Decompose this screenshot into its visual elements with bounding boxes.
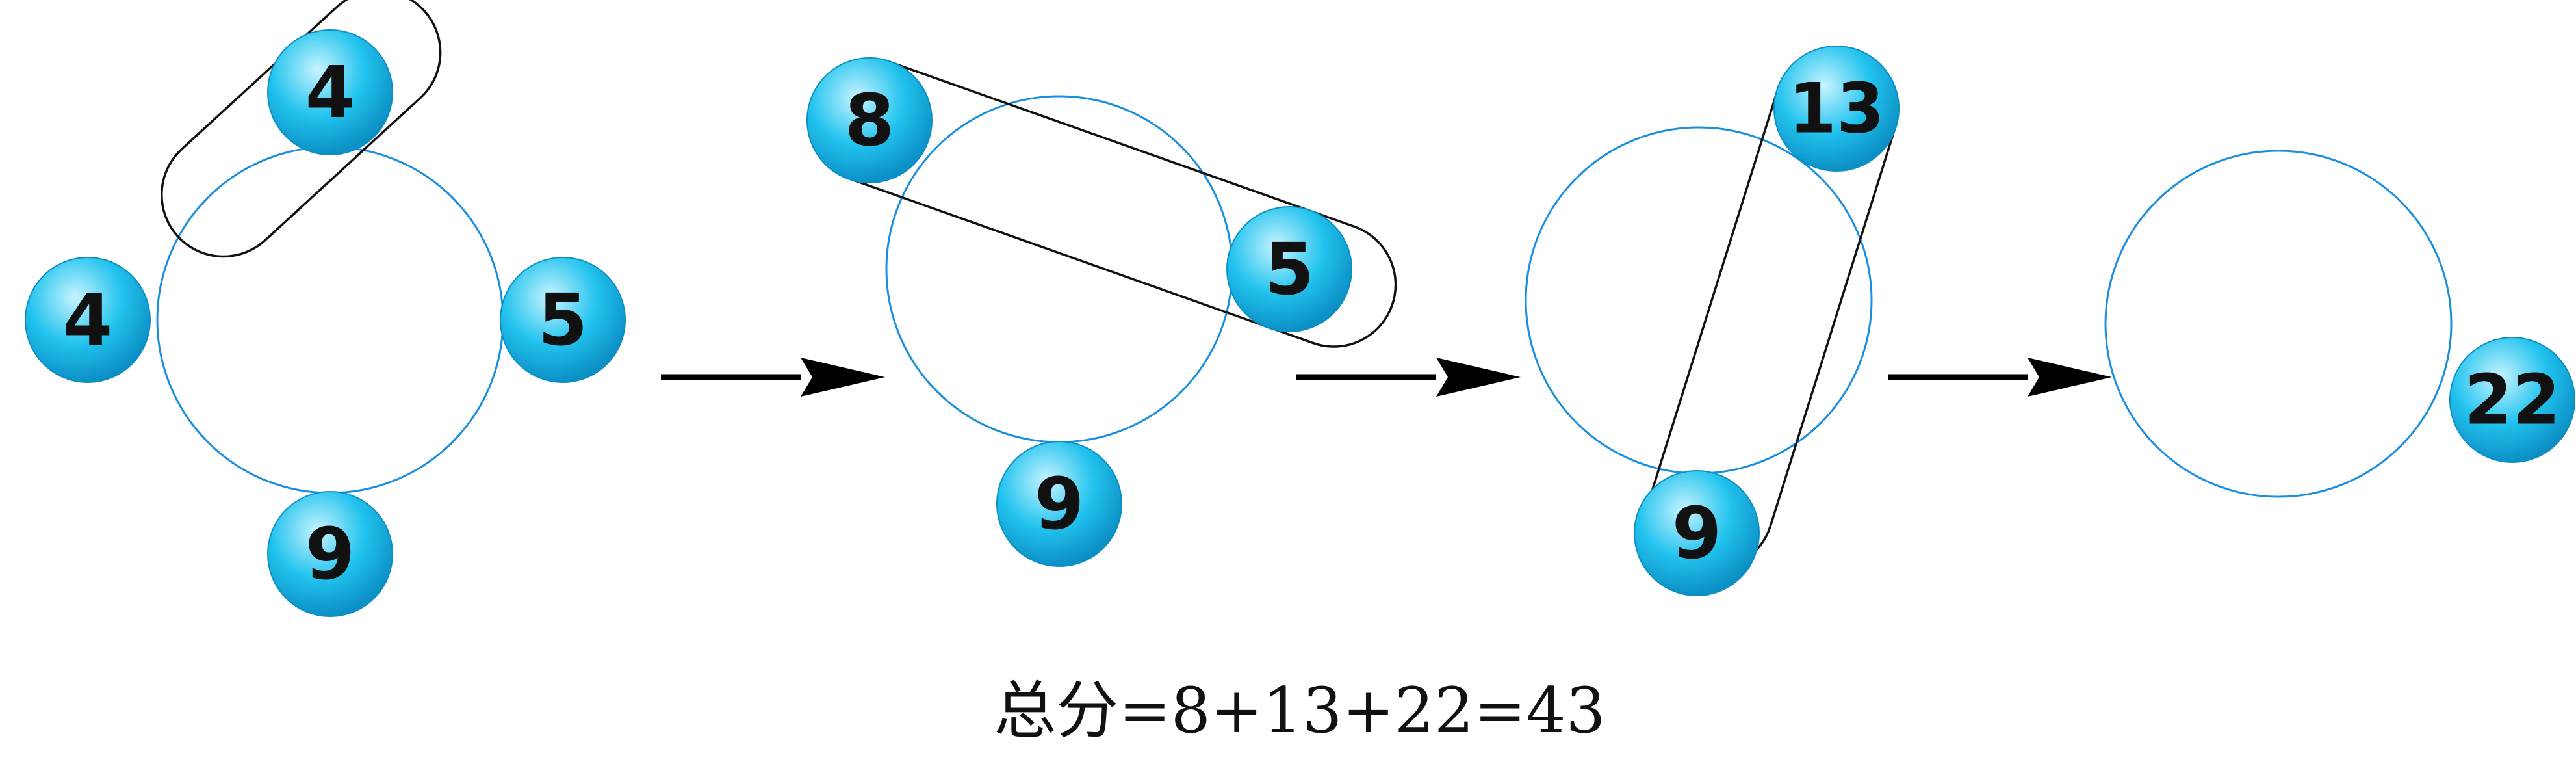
ball: 9 <box>1634 470 1760 596</box>
ring <box>2104 150 2453 498</box>
ball: 4 <box>267 29 393 155</box>
ball: 22 <box>2449 337 2575 463</box>
merge-group-outline <box>160 0 442 258</box>
stage-3: 13 9 <box>1525 46 1900 596</box>
ball-label: 4 <box>63 278 113 362</box>
ball-label: 22 <box>2464 360 2560 440</box>
ball: 5 <box>1226 206 1352 332</box>
ball-label: 9 <box>1035 462 1085 546</box>
ball: 9 <box>996 441 1122 567</box>
ball-label: 9 <box>305 512 355 596</box>
ring <box>156 146 504 494</box>
ring <box>1525 126 1873 475</box>
ball: 5 <box>500 257 626 383</box>
total-score: 总分=8+13+22=43 <box>994 674 1605 747</box>
ring <box>885 95 1233 443</box>
ball: 13 <box>1773 46 1900 172</box>
ball: 9 <box>267 491 393 617</box>
ball: 8 <box>806 57 933 183</box>
ball-label: 5 <box>538 278 588 362</box>
ball: 4 <box>25 257 151 383</box>
ball-label: 9 <box>1672 492 1722 575</box>
ball-label: 8 <box>845 79 895 162</box>
stage-1: 4 4 5 9 <box>25 0 626 617</box>
stage-4: 22 <box>2104 150 2575 498</box>
stage-2: 8 5 9 <box>806 57 1397 567</box>
ball-label: 4 <box>305 51 355 134</box>
ball-label: 5 <box>1265 228 1315 311</box>
ball-label: 13 <box>1788 69 1885 149</box>
